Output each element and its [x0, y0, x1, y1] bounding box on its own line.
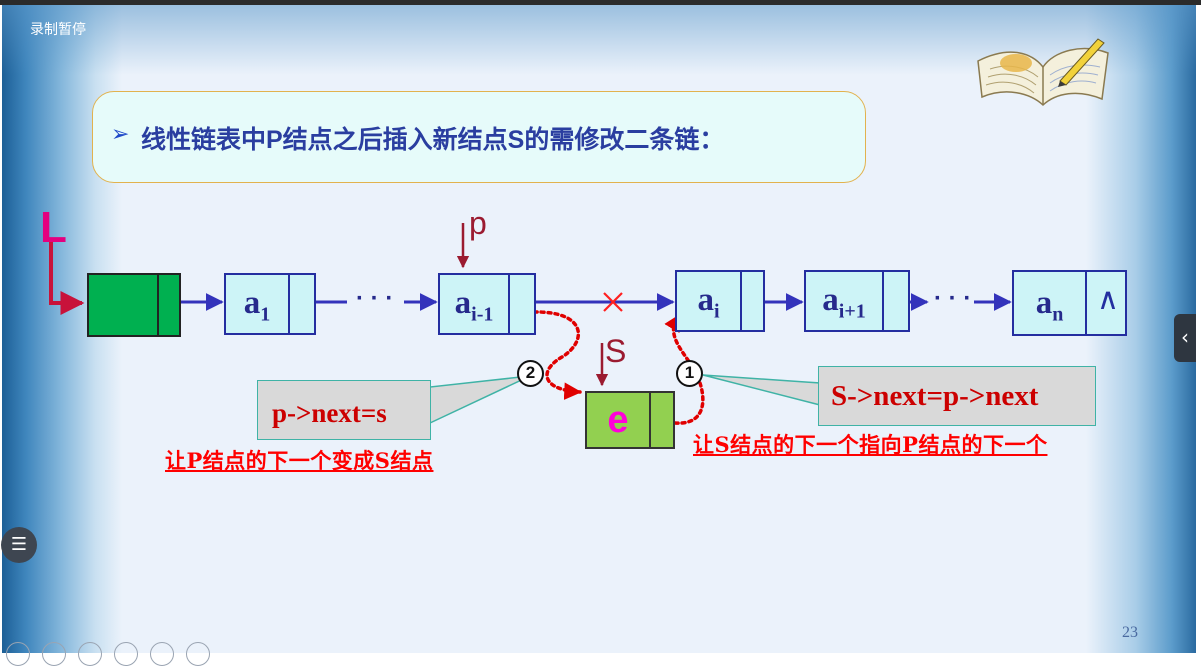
- null-pointer-symbol: ∧: [1097, 282, 1119, 317]
- control-icon[interactable]: [150, 642, 174, 666]
- note-right: 让S结点的下一个指向P结点的下一个: [693, 432, 1048, 457]
- control-icon[interactable]: [186, 642, 210, 666]
- chevron-left-icon[interactable]: ‹: [1174, 314, 1196, 362]
- head-label: L: [40, 203, 67, 252]
- new-node-data: e: [587, 393, 651, 447]
- title-box: ➢ 线性链表中P结点之后插入新结点S的需修改二条链：: [92, 91, 866, 183]
- step-one-badge: 1: [676, 360, 703, 387]
- callout-left: [257, 380, 431, 440]
- control-icon[interactable]: [42, 642, 66, 666]
- list-node-a1: a1: [224, 273, 316, 335]
- callout-pointer-left: [429, 375, 531, 425]
- pointer-p-label: p: [469, 205, 487, 241]
- step-two-badge: 2: [517, 360, 544, 387]
- control-icon[interactable]: [114, 642, 138, 666]
- slide-title: 线性链表中P结点之后插入新结点S的需修改二条链：: [141, 126, 725, 154]
- slide-canvas: 录制暂停 ➢ 线性链表中P结点之后插入新结点S的需修改二条链：: [2, 5, 1196, 653]
- bottom-control-icons: [6, 642, 222, 666]
- code-p-next-equals-s: p->next=s: [272, 398, 387, 428]
- control-icon[interactable]: [78, 642, 102, 666]
- red-dotted-link-p-to-s: [532, 310, 582, 400]
- page-number: 23: [1122, 624, 1138, 641]
- list-node-an: an ∧: [1012, 270, 1127, 336]
- window-top-bar: [0, 0, 1201, 5]
- callout-right: [818, 366, 1096, 426]
- list-node-ai+1: ai+1: [804, 270, 910, 332]
- head-node: [87, 273, 181, 337]
- cut-mark-icon: [603, 292, 623, 312]
- open-book-pencil-icon: [977, 38, 1109, 107]
- recording-paused-label: 录制暂停: [30, 21, 86, 37]
- list-node-ai: ai: [675, 270, 765, 332]
- list-menu-icon[interactable]: ☰: [1, 527, 37, 563]
- note-left: 让P结点的下一个变成S结点: [165, 448, 434, 473]
- red-dotted-link-s-to-ai: [664, 313, 705, 425]
- head-pointer-arrow: [49, 241, 85, 315]
- title-bullet-icon: ➢: [111, 122, 130, 147]
- callout-pointer-right: [702, 374, 821, 406]
- code-s-next-equals-p-next: S->next=p->next: [831, 380, 1039, 412]
- control-icon[interactable]: [6, 642, 30, 666]
- ellipsis-left: · · ·: [356, 285, 393, 312]
- list-node-ai-1: ai-1: [438, 273, 536, 335]
- new-node-s: e: [585, 391, 675, 449]
- ellipsis-right: · · ·: [934, 285, 971, 312]
- pointer-s-label: S: [605, 333, 627, 369]
